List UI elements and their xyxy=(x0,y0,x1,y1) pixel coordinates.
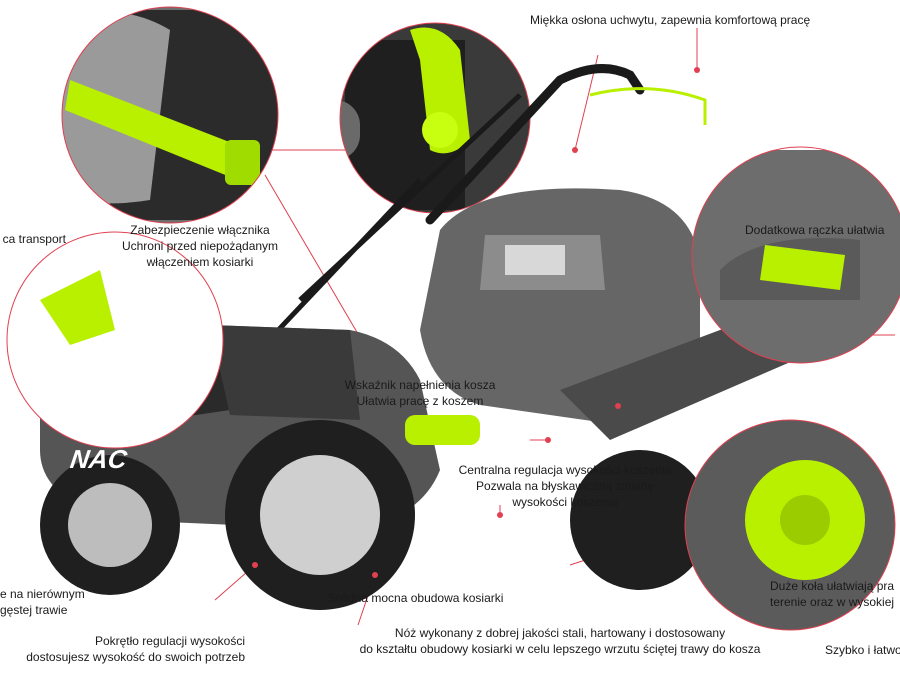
zoom-circle-extra-handle xyxy=(691,146,900,364)
mower-wheels xyxy=(40,420,710,610)
switch-safety-desc-line2: włączeniem kosiarki xyxy=(146,255,254,269)
blade-line2: do kształtu obudowy kosiarki w celu leps… xyxy=(359,642,761,656)
zoom-circle-wheel xyxy=(684,419,896,631)
extra-handle-title: Dodatkowa rączka ułatwia xyxy=(745,223,885,237)
large-wheels-callout: Duże koła ułatwiają pra terenie oraz w w… xyxy=(770,578,894,610)
bag-indicator-desc: Ułatwia pracę z koszem xyxy=(356,394,484,408)
uneven-terrain-line2: gęstej trawie xyxy=(0,603,68,617)
quick-callout: Szybko i łatwo xyxy=(825,642,900,658)
grip-callout-text: Miękka osłona uchwytu, zapewnia komforto… xyxy=(530,13,811,27)
switch-safety-callout: Zabezpieczenie włącznika Uchroni przed n… xyxy=(100,222,300,270)
switch-safety-title: Zabezpieczenie włącznika xyxy=(130,223,270,237)
extra-handle-callout: Dodatkowa rączka ułatwia xyxy=(745,222,884,238)
bag-indicator-title: Wskaźnik napełnienia kosza xyxy=(344,378,496,392)
blade-callout: Nóż wykonany z dobrej jakości stali, har… xyxy=(330,625,790,657)
solid-housing-callout: Solidna mocna obudowa kosiarki xyxy=(328,590,503,606)
central-height-desc-line1: Pozwala na błyskawiczną zmianę xyxy=(475,479,655,493)
bag-indicator-callout: Wskaźnik napełnienia kosza Ułatwia pracę… xyxy=(320,377,520,409)
height-knob-title: Pokrętło regulacji wysokości xyxy=(94,634,245,648)
large-wheels-line1: Duże koła ułatwiają pra xyxy=(770,579,895,593)
transport-callout: ca transport xyxy=(0,231,66,247)
zoom-circle-switch xyxy=(61,6,279,224)
grip-callout: Miękka osłona uchwytu, zapewnia komforto… xyxy=(530,12,810,28)
height-knob-callout: Pokrętło regulacji wysokości dostosujesz… xyxy=(0,633,245,665)
zoom-circle-height-lever xyxy=(6,231,224,449)
uneven-terrain-callout: e na nierównym gęstej trawie xyxy=(0,586,85,618)
callout-dots xyxy=(252,67,700,578)
central-height-desc-line2: wysokości koszenia xyxy=(512,495,618,509)
brand-logo: NAC xyxy=(68,444,130,474)
switch-safety-desc-line1: Uchroni przed niepożądanym xyxy=(121,239,279,253)
mower-handle xyxy=(248,64,707,362)
central-height-callout: Centralna regulacja wysokości koszenia P… xyxy=(440,462,690,510)
height-knob-desc: dostosujesz wysokość do swoich potrzeb xyxy=(26,650,245,664)
blade-line1: Nóż wykonany z dobrej jakości stali, har… xyxy=(394,626,726,640)
transport-callout-text: ca transport xyxy=(2,232,66,246)
quick-text: Szybko i łatwo xyxy=(825,643,900,657)
large-wheels-line2: terenie oraz w wysokiej xyxy=(770,595,895,609)
central-height-title: Centralna regulacja wysokości koszenia xyxy=(458,463,672,477)
solid-housing-text: Solidna mocna obudowa kosiarki xyxy=(328,591,504,605)
uneven-terrain-line1: e na nierównym xyxy=(0,587,85,601)
